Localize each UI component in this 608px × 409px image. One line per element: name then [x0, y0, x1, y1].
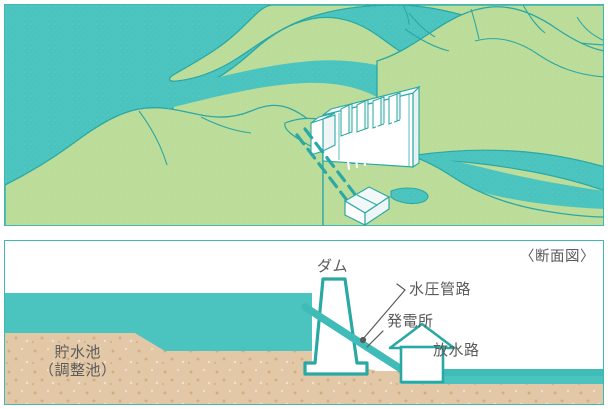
- label-power-plant: 発電所: [387, 313, 434, 330]
- label-reservoir: 貯水池（調整池）: [39, 344, 117, 379]
- aerial-illustration-svg: [5, 5, 603, 225]
- cross-section-svg: [5, 241, 603, 404]
- power-plant-leader-line: [366, 330, 384, 348]
- penstock-leader-dot: [359, 336, 367, 344]
- penstock-leader-hook: [396, 283, 406, 291]
- penstock-pipe: [301, 303, 405, 373]
- reservoir-shallow-water: [135, 333, 312, 351]
- penstock-leader-line: [362, 289, 406, 340]
- power-plant-body: [399, 345, 445, 384]
- cross-section-panel: 〈断面図〉 ダム 水圧管路 発電所 放水路 貯水池（調整池）: [4, 240, 604, 405]
- label-reservoir-line1: 貯水池: [54, 344, 102, 361]
- label-dam: ダム: [317, 258, 349, 275]
- aerial-illustration-panel: [4, 4, 604, 226]
- power-plant-building-section: [388, 322, 456, 384]
- label-penstock: 水圧管路: [409, 281, 472, 298]
- outlet-channel-band: [401, 369, 603, 376]
- leader-lines: [359, 283, 406, 348]
- cross-section-title: 〈断面図〉: [520, 249, 595, 265]
- label-outlet-channel: 放水路: [433, 342, 480, 359]
- label-reservoir-line2: （調整池）: [39, 361, 117, 379]
